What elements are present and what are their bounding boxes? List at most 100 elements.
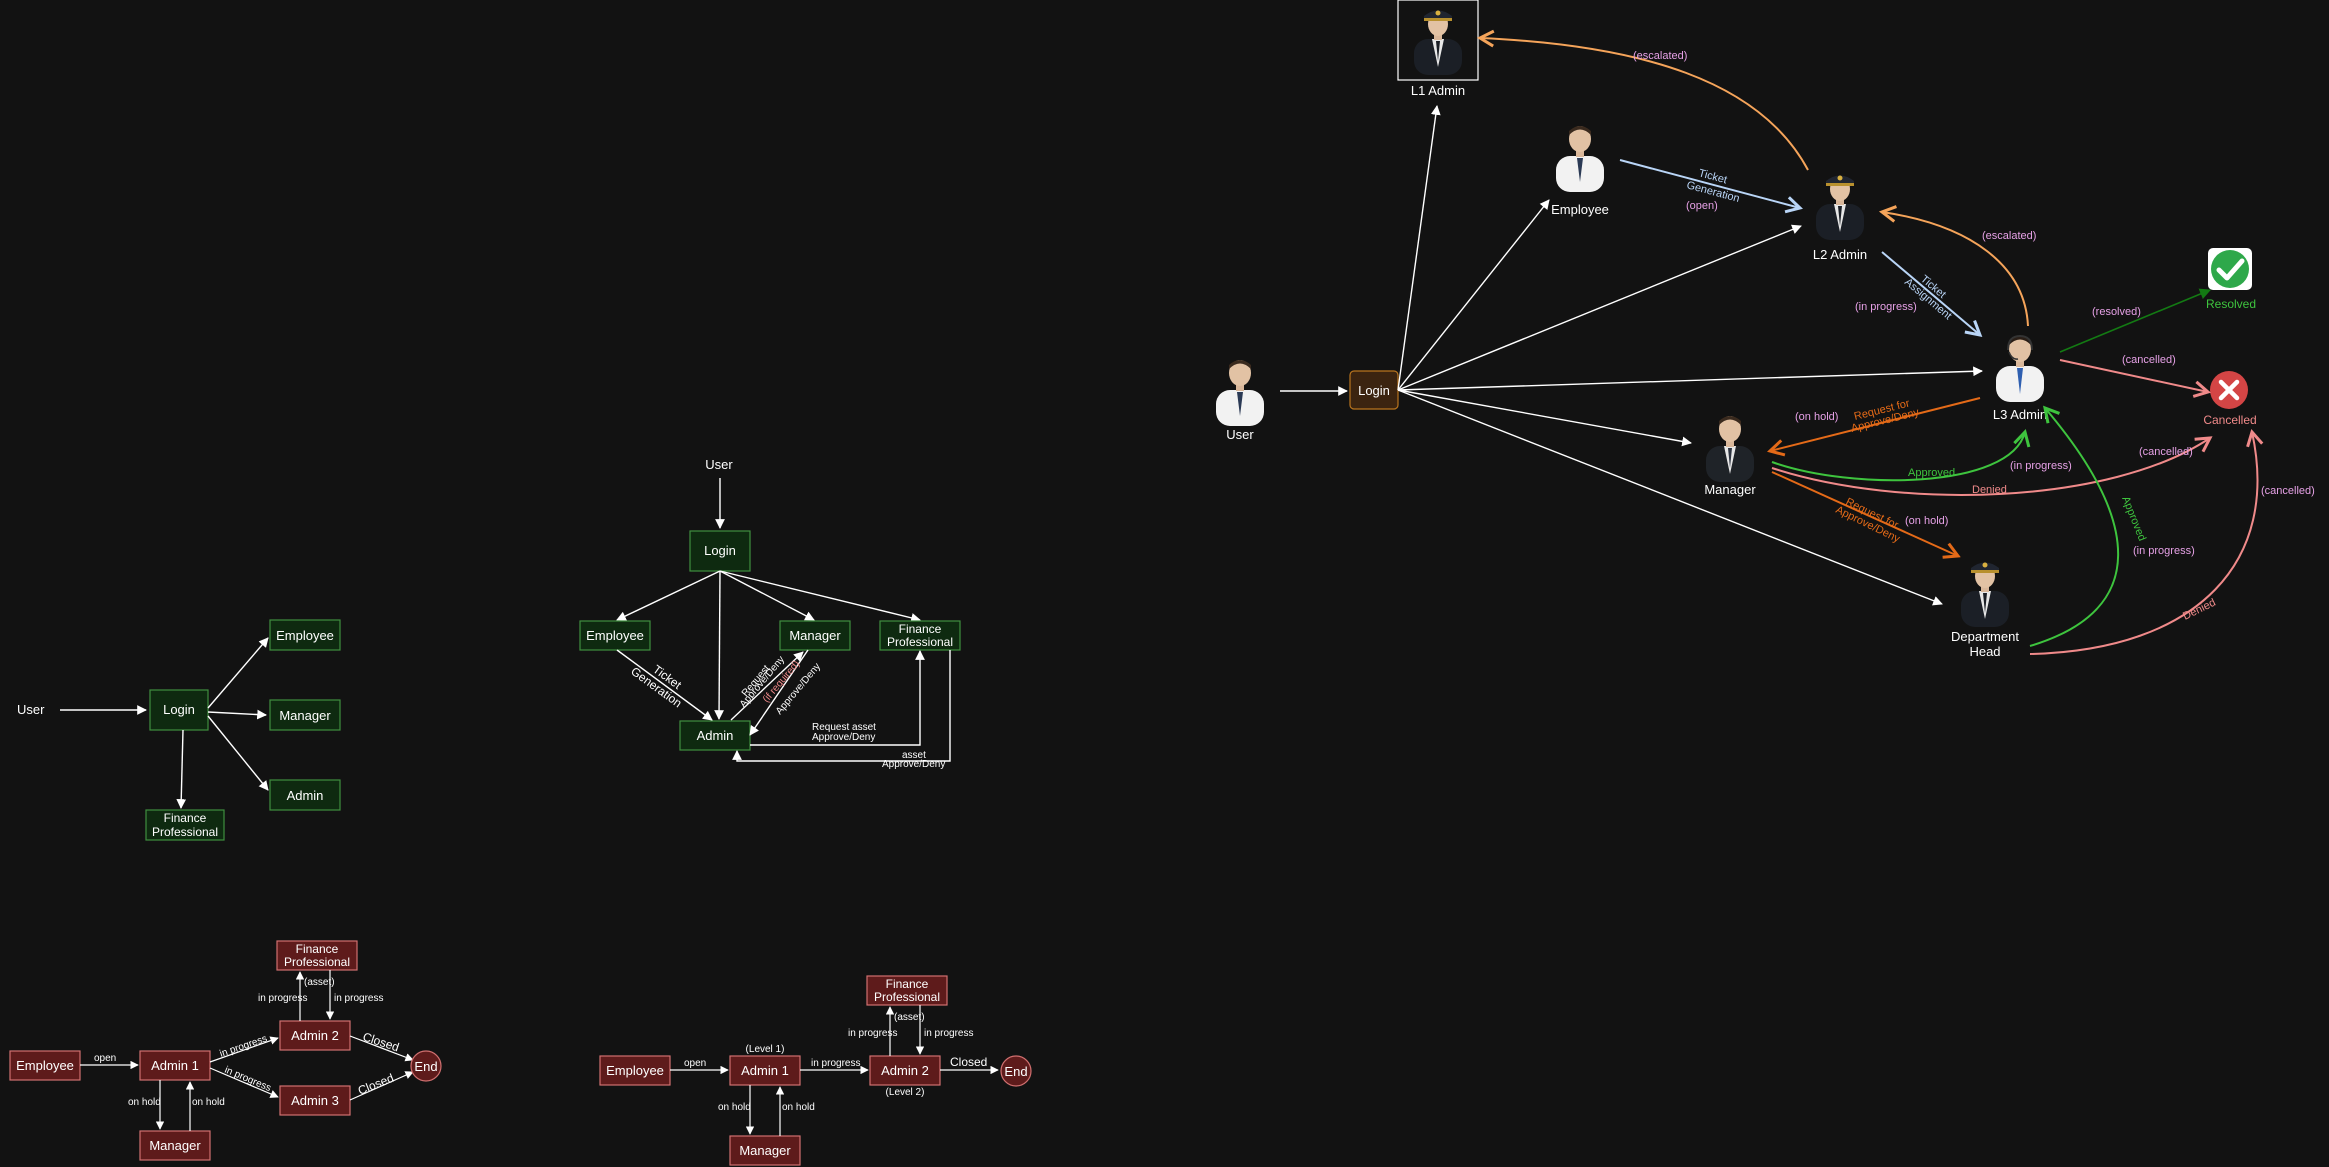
- d4-employee-box[interactable]: [599, 1055, 671, 1086]
- d4-admin2-label: Admin 2: [881, 1063, 929, 1078]
- d2-finance-label-1: Finance: [899, 622, 942, 636]
- d5-arrow-manager-l3-approved: [1771, 432, 2025, 482]
- d2-arrow-admin-manager: [730, 651, 804, 721]
- d3-on-hold-1: on hold: [128, 1097, 161, 1108]
- d2-asset-1: asset: [902, 750, 926, 761]
- d5-cancelled-label: Cancelled: [2203, 413, 2256, 427]
- d5-dept-person-icon: [1961, 562, 2009, 627]
- d5-dept-label-2: Head: [1969, 644, 2000, 659]
- d5-denied-2: Denied: [2181, 597, 2218, 623]
- d5-on-hold-1: (on hold): [1795, 411, 1838, 423]
- d3-admin3-label: Admin 3: [291, 1093, 339, 1108]
- d3-admin3-box[interactable]: [279, 1085, 351, 1116]
- d5-arrow-l2-l1-escalated: [1480, 38, 1809, 171]
- close-mark-icon: [2218, 379, 2240, 401]
- d2-admin-label: Admin: [697, 728, 734, 743]
- check-circle-icon: [2211, 250, 2249, 288]
- d5-arrow-manager-dept-request: [1771, 471, 1958, 556]
- d1-admin-box[interactable]: [269, 779, 341, 811]
- d4-level2-label: (Level 2): [886, 1087, 925, 1098]
- d4-admin2-box[interactable]: [869, 1055, 941, 1086]
- d4-admin1-label: Admin 1: [741, 1063, 789, 1078]
- d5-manager-person-icon: [1706, 416, 1754, 482]
- d1-employee-box[interactable]: [269, 619, 341, 651]
- d5-approved-2: Approved: [2119, 495, 2148, 543]
- d5-arrow-login-l2: [1397, 224, 1802, 391]
- d5-arrow-login-l1: [1397, 105, 1441, 391]
- d2-manager-box[interactable]: [779, 620, 851, 651]
- d4-finance-label-2: Professional: [874, 990, 940, 1004]
- d2-req-asset-2: Approve/Deny: [812, 732, 875, 743]
- d5-dept-label-1: Department: [1951, 629, 2019, 644]
- d2-manager-label: Manager: [789, 628, 841, 643]
- d3-end-node[interactable]: [410, 1050, 442, 1082]
- d4-employee-label: Employee: [606, 1063, 664, 1078]
- diagram-3: Employee open Admin 1 in progress in pro…: [9, 940, 442, 1161]
- d4-level1-label: (Level 1): [746, 1044, 785, 1055]
- diagram-4: Employee open Admin 1 (Level 1) in progr…: [599, 975, 1032, 1166]
- d1-admin-label: Admin: [287, 788, 324, 803]
- d2-login-box[interactable]: [689, 530, 751, 572]
- d2-finance-box[interactable]: [879, 620, 961, 651]
- d3-in-progress-3: in progress: [258, 993, 307, 1004]
- d5-approved-1: Approved: [1908, 467, 1955, 479]
- d5-escalated-1: (escalated): [1633, 50, 1687, 62]
- d3-admin1-box[interactable]: [139, 1050, 211, 1081]
- d3-manager-box[interactable]: [139, 1130, 211, 1161]
- d2-arrow-login-finance: [719, 570, 921, 623]
- d5-l3-person-icon: [1995, 335, 2045, 402]
- d2-arrow-login-admin: [714, 570, 724, 720]
- d2-arrow-login-employee: [616, 570, 721, 621]
- d5-resolved-label: Resolved: [2206, 297, 2256, 311]
- d2-arrow-manager-admin: [749, 649, 809, 736]
- d4-in-progress-2: in progress: [848, 1028, 897, 1039]
- d4-finance-label-1: Finance: [886, 977, 929, 991]
- d4-end-node[interactable]: [1000, 1055, 1032, 1087]
- d3-closed-2: Closed: [356, 1071, 396, 1098]
- d4-finance-box[interactable]: [866, 975, 948, 1006]
- d4-manager-box[interactable]: [729, 1135, 801, 1166]
- d5-arrow-login-employee: [1397, 199, 1550, 391]
- d5-l2-label: L2 Admin: [1813, 247, 1867, 262]
- d3-on-hold-2: on hold: [192, 1097, 225, 1108]
- d4-admin1-box[interactable]: [729, 1055, 801, 1086]
- d3-arrow-admin1-admin3: [209, 1067, 279, 1098]
- d5-arrow-dept-l3-approved: [2029, 408, 2120, 647]
- d5-denied-1: Denied: [1972, 484, 2007, 496]
- d5-cancelled-label-2: (cancelled): [2139, 446, 2193, 458]
- d1-manager-box[interactable]: [269, 699, 341, 731]
- d3-finance-box[interactable]: [276, 940, 358, 971]
- d5-arrow-l3-manager-request: [1770, 397, 1981, 451]
- d5-l1-person-icon: [1414, 10, 1462, 75]
- d4-on-hold-1: on hold: [718, 1102, 751, 1113]
- d1-manager-label: Manager: [279, 708, 331, 723]
- d1-finance-box[interactable]: [145, 809, 225, 841]
- d2-employee-box[interactable]: [579, 620, 651, 651]
- d3-admin2-label: Admin 2: [291, 1028, 339, 1043]
- d4-end-label: End: [1004, 1064, 1027, 1079]
- d3-arrow-admin2-end: [349, 1035, 414, 1062]
- d5-arrow-manager-cancelled-denied: [1771, 438, 2210, 496]
- d5-arrow-login-dept: [1397, 389, 1943, 606]
- d2-user-label: User: [705, 457, 733, 472]
- d5-resolved-label-edge: (resolved): [2092, 306, 2141, 318]
- d3-admin2-box[interactable]: [279, 1020, 351, 1051]
- d5-user-person-icon: [1216, 360, 1264, 426]
- d5-l2-person-icon: [1816, 175, 1864, 240]
- d1-login-box[interactable]: [149, 689, 209, 731]
- d2-arrow-login-manager: [719, 570, 815, 621]
- d5-l3-label: L3 Admin: [1993, 407, 2047, 422]
- d1-login-label: Login: [163, 702, 195, 717]
- d4-open-label: open: [684, 1058, 706, 1069]
- d5-employee-person-icon: [1556, 126, 1604, 192]
- d1-finance-label-2: Professional: [152, 825, 218, 839]
- d2-admin-box[interactable]: [679, 720, 751, 751]
- d3-in-progress-4: in progress: [334, 993, 383, 1004]
- d3-open-label: open: [94, 1053, 116, 1064]
- d1-employee-label: Employee: [276, 628, 334, 643]
- d5-employee-label: Employee: [1551, 202, 1609, 217]
- d2-arrow-admin-finance: [750, 650, 925, 746]
- d3-in-progress-2: in progress: [223, 1065, 273, 1094]
- d3-finance-label-2: Professional: [284, 955, 350, 969]
